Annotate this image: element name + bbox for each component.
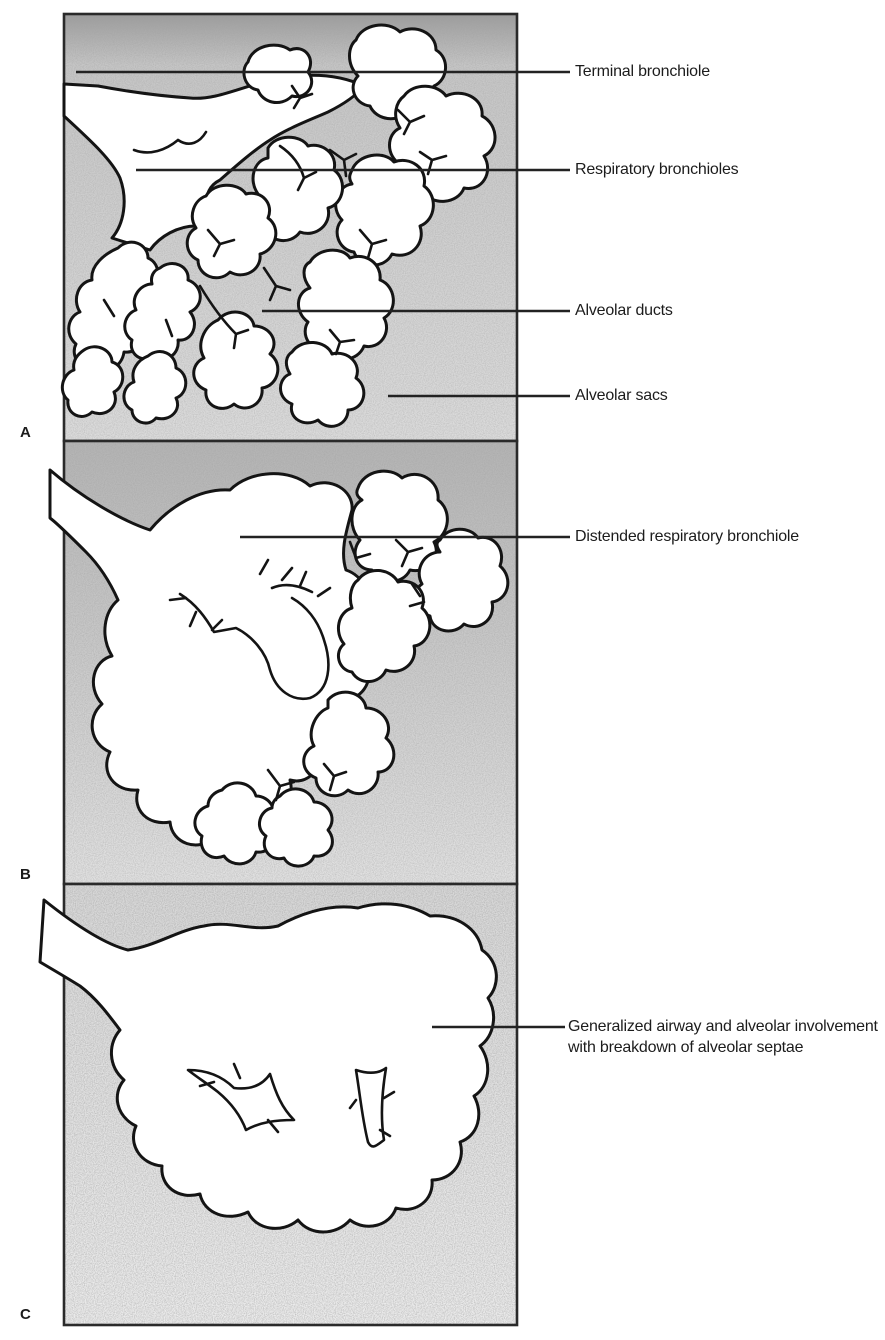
panel-a: [62, 14, 517, 441]
panel-b: [50, 441, 517, 884]
panel-a-letter: A: [20, 424, 31, 441]
label-generalized-involvement: Generalized airway and alveolar involvem…: [568, 1016, 878, 1058]
label-terminal-bronchiole: Terminal bronchiole: [575, 61, 710, 82]
panel-c-letter: C: [20, 1306, 31, 1323]
label-alveolar-ducts: Alveolar ducts: [575, 300, 673, 321]
label-respiratory-bronchioles: Respiratory bronchioles: [575, 159, 738, 180]
panel-c: [40, 884, 517, 1325]
panel-b-letter: B: [20, 866, 31, 883]
label-alveolar-sacs: Alveolar sacs: [575, 385, 668, 406]
label-distended-respiratory-bronchiole: Distended respiratory bronchiole: [575, 526, 799, 547]
